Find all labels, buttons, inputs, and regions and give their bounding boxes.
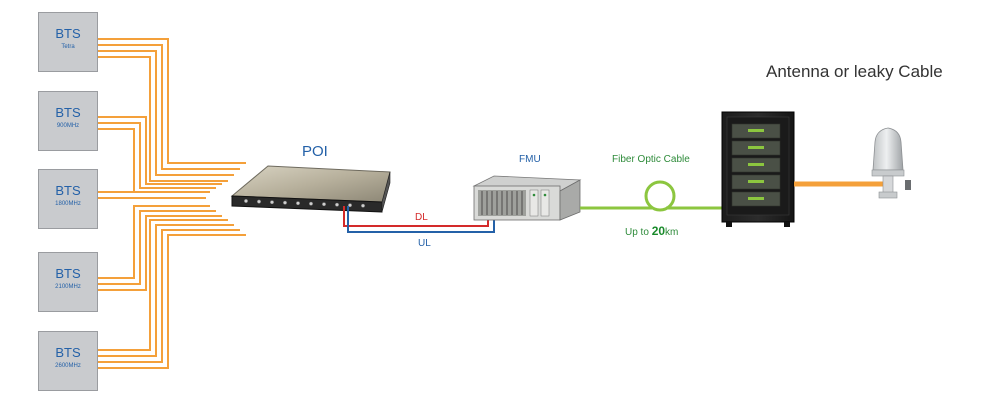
bts-unit-tetra: BTS Tetra <box>38 12 98 72</box>
ul-label: UL <box>418 238 431 249</box>
bts-title: BTS <box>55 26 81 41</box>
fmu-label: FMU <box>519 154 541 165</box>
range-unit: km <box>665 227 679 238</box>
fiber-optic-cable <box>580 180 722 212</box>
bts-title: BTS <box>55 105 81 120</box>
bts-title: BTS <box>55 266 81 281</box>
poi-label: POI <box>302 143 328 160</box>
bts-unit-2100: BTS 2100MHz <box>38 252 98 312</box>
bts-band: 1800MHz <box>55 201 81 207</box>
bts-title: BTS <box>55 183 81 198</box>
coax-cables-bts4 <box>98 205 222 291</box>
fmu-device <box>472 175 582 221</box>
antenna-label: Antenna or leaky Cable <box>766 62 943 81</box>
range-prefix: Up to <box>625 227 652 238</box>
poi-device <box>230 165 391 213</box>
coax-cables-bts5 <box>98 219 246 369</box>
bts-band: 900MHz <box>56 123 80 129</box>
coax-cables-bts1 <box>98 38 246 182</box>
bts-band: 2100MHz <box>55 284 81 290</box>
coax-cables-bts3 <box>98 191 206 199</box>
bts-band: 2600MHz <box>55 363 81 369</box>
bts-unit-2600: BTS 2600MHz <box>38 331 98 391</box>
range-value: 20 <box>651 224 666 238</box>
antenna-icon <box>871 127 911 199</box>
ul-link-line <box>347 206 495 233</box>
bts-title: BTS <box>55 345 81 360</box>
fiber-cable-label: Fiber Optic Cable <box>612 154 690 165</box>
bts-unit-1800: BTS 1800MHz <box>38 169 98 229</box>
dl-label: DL <box>415 212 428 223</box>
bts-band: Tetra <box>61 44 75 50</box>
remote-unit-rack <box>721 111 795 227</box>
fiber-range-label: Up to 20km <box>625 224 678 238</box>
bts-unit-900: BTS 900MHz <box>38 91 98 151</box>
